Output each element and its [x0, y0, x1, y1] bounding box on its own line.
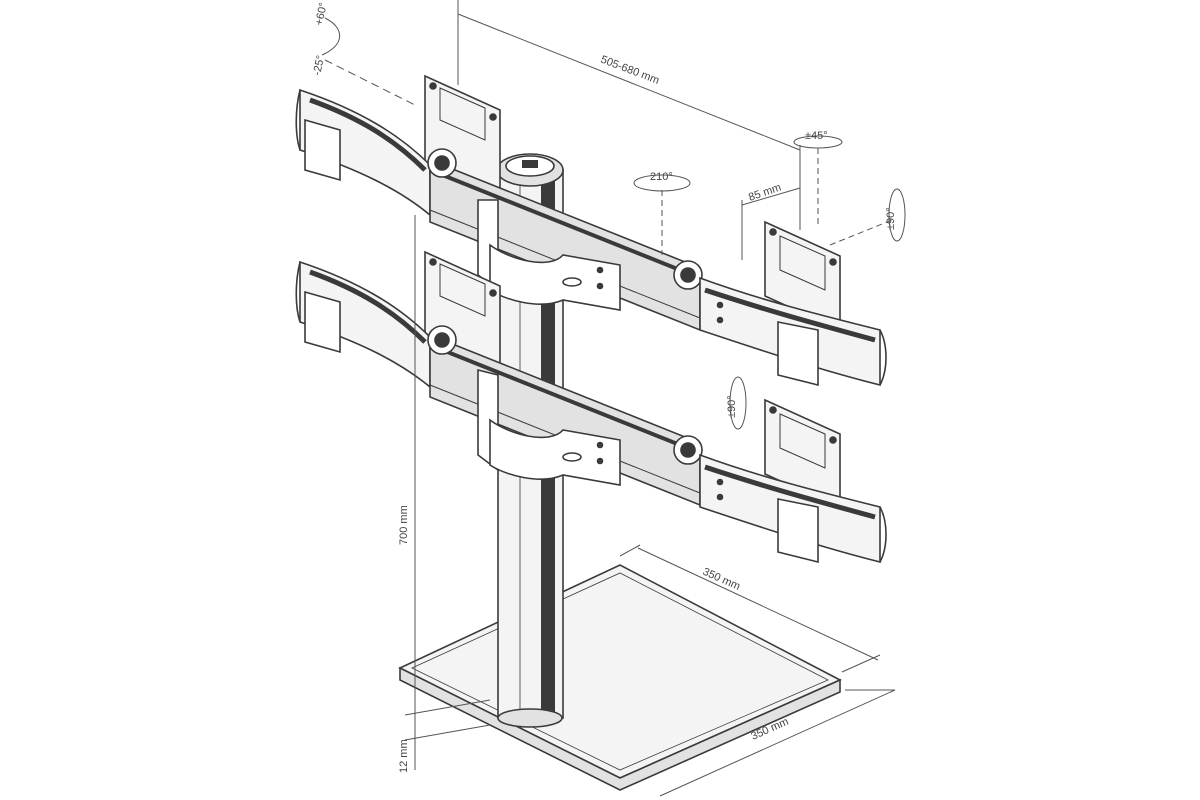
bottom-arm-assembly: [295, 250, 887, 564]
bottom-pole-clamp: [477, 368, 621, 486]
bottom-right-monitor-bracket: [699, 453, 887, 564]
top-left-pivot: [427, 148, 457, 178]
top-right-monitor-bracket: [699, 276, 887, 387]
bottom-left-pivot: [427, 325, 457, 355]
label-swivel: ±45°: [805, 130, 828, 142]
label-base-thickness: 12 mm: [398, 739, 410, 773]
bottom-right-pivot: [673, 435, 703, 465]
bottom-left-monitor-bracket: [295, 260, 431, 389]
base-plate: [398, 564, 842, 791]
bottom-right-vesa-plate: [764, 398, 841, 510]
dimension-lines: [321, 0, 906, 797]
label-height: 700 mm: [398, 505, 410, 545]
label-rotate-top: ±90°: [885, 207, 897, 230]
label-tilt-up: +60°: [313, 2, 330, 27]
label-mount-offset: 85 mm: [747, 182, 783, 204]
top-right-pivot: [673, 260, 703, 290]
label-base-depth: 350 mm: [701, 566, 742, 593]
top-arm-assembly: [295, 74, 887, 387]
bottom-horizontal-arm: [429, 333, 701, 507]
label-rotate-bottom: ±90°: [726, 395, 738, 418]
top-left-monitor-bracket: [295, 88, 431, 217]
label-tilt-down: -25°: [311, 54, 327, 76]
label-arm-rotation: 210°: [650, 171, 673, 183]
